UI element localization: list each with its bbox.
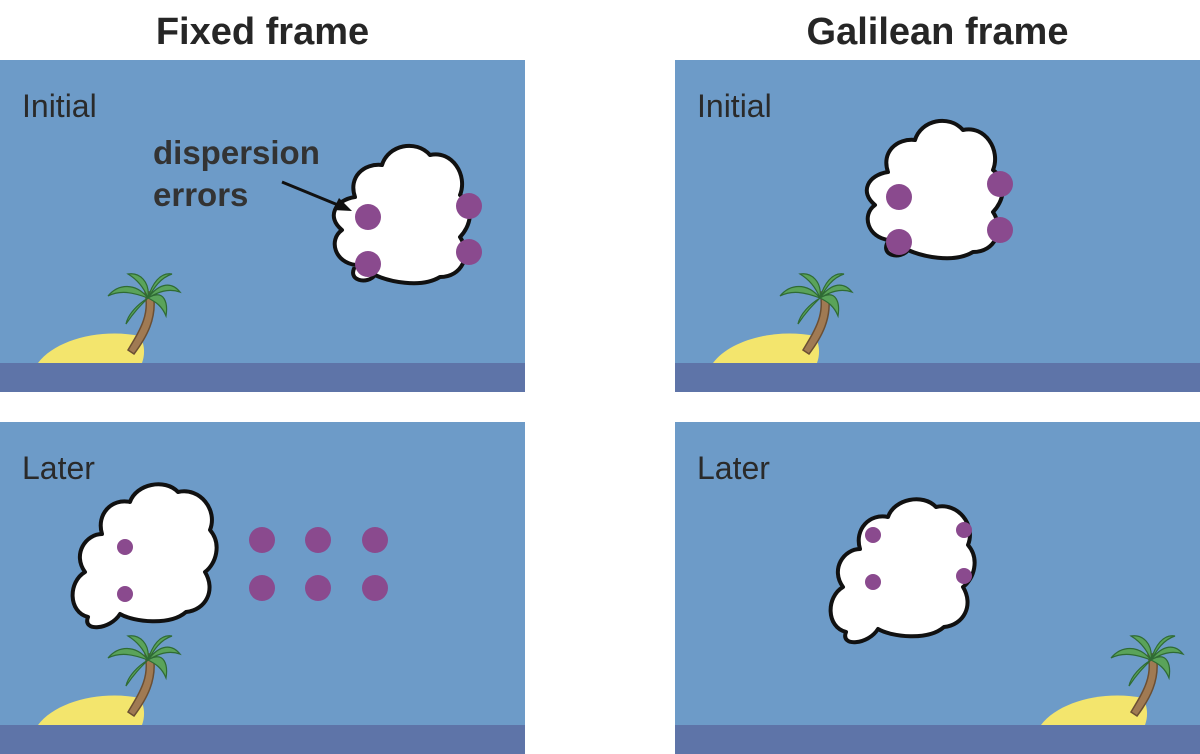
particle-dot-icon: [886, 229, 912, 255]
annotation-line-1: dispersion: [153, 134, 320, 171]
scene-galilean-later: [675, 422, 1200, 754]
particle-dot-icon: [456, 193, 482, 219]
annotation-label: dispersion errors: [153, 132, 320, 216]
arrow-icon: [281, 180, 352, 211]
particle-dot-icon: [362, 575, 388, 601]
panel-label: Initial: [22, 88, 97, 124]
particle-dot-icon: [355, 251, 381, 277]
panel-label: Later: [22, 450, 95, 486]
particle-dot-icon: [117, 539, 133, 555]
panel-galilean-later: Later: [675, 422, 1200, 754]
particle-dot-icon: [249, 527, 275, 553]
particle-dot-icon: [305, 527, 331, 553]
panel-fixed-later: Later: [0, 422, 525, 754]
particle-dot-icon: [362, 527, 388, 553]
cloud-icon: [864, 119, 1005, 261]
scene-galilean-initial: [675, 60, 1200, 392]
annotation-line-2: errors: [153, 176, 249, 213]
particle-dot-icon: [865, 574, 881, 590]
galilean-frame-title: Galilean frame: [806, 11, 1069, 53]
cloud-icon: [70, 482, 219, 630]
scene-fixed-later: [0, 422, 525, 754]
particle-dot-icon: [305, 575, 331, 601]
particle-dot-icon: [987, 171, 1013, 197]
particle-dot-icon: [865, 527, 881, 543]
particle-dot-icon: [886, 184, 912, 210]
particle-dot-icon: [355, 204, 381, 230]
particle-dot-icon: [456, 239, 482, 265]
palm-tree-icon: [1041, 635, 1185, 725]
particle-dot-icon: [117, 586, 133, 602]
panel-label: Later: [697, 450, 770, 486]
particle-dot-icon: [987, 217, 1013, 243]
panel-galilean-initial: Initial: [675, 60, 1200, 392]
panel-fixed-initial: Initial dispersion errors: [0, 60, 525, 392]
palm-tree-icon: [38, 273, 182, 363]
scene-fixed-initial: [0, 60, 525, 392]
palm-tree-icon: [38, 635, 182, 725]
particle-dot-icon: [249, 575, 275, 601]
particle-dot-icon: [956, 568, 972, 584]
particle-dot-icon: [956, 522, 972, 538]
panel-label: Initial: [697, 88, 772, 124]
fixed-frame-title: Fixed frame: [155, 11, 370, 53]
palm-tree-icon: [713, 273, 854, 363]
